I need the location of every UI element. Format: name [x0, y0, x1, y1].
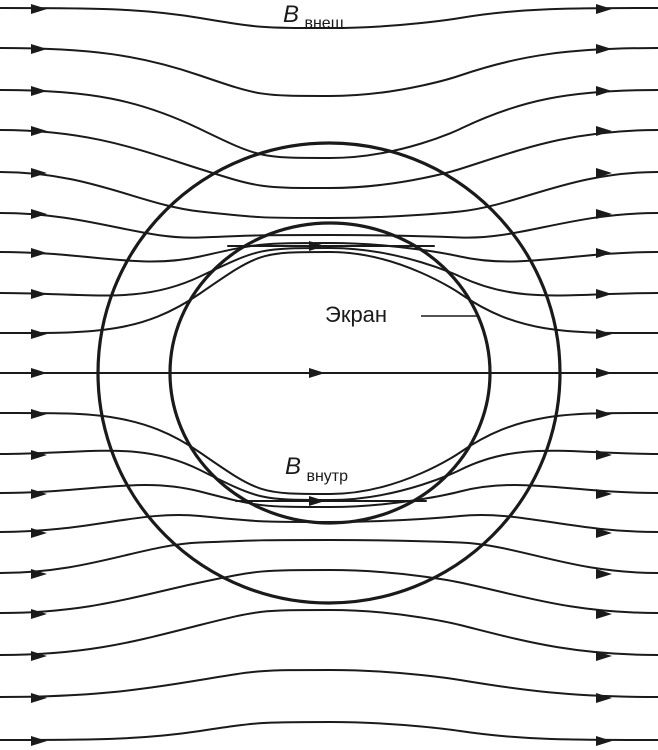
- field-line-upper: [0, 171, 658, 220]
- field-line-arrow-center: [309, 368, 325, 378]
- field-line-arrow-left: [31, 609, 47, 619]
- outer-field-symbol: B: [283, 1, 299, 28]
- field-lines: [0, 4, 658, 746]
- field-line-lower: [0, 608, 658, 656]
- field-line-arrow-right: [596, 4, 612, 14]
- field-line-arrow-left: [31, 693, 47, 703]
- field-line-arrow-right: [596, 44, 612, 54]
- field-line-arrow-inner: [309, 496, 325, 506]
- shield-label: Экран: [325, 302, 387, 327]
- field-line-arrow-right: [596, 86, 612, 96]
- field-line-arrow-right: [596, 569, 612, 579]
- field-line-arrow-right: [596, 693, 612, 703]
- field-line-arrow-right: [596, 126, 612, 136]
- field-line-arrow-left: [31, 651, 47, 661]
- field-line-upper: [0, 212, 658, 239]
- field-line-upper: [0, 250, 658, 335]
- field-line-arrow-right: [596, 368, 612, 378]
- field-line-upper: [0, 241, 658, 263]
- field-line-lower: [0, 411, 658, 496]
- field-line-arrow-left: [31, 569, 47, 579]
- field-line-arrow-left: [31, 4, 47, 14]
- field-line-arrow-left: [31, 409, 47, 419]
- field-line-arrow-left: [31, 209, 47, 219]
- outer-field-label: B внеш: [283, 1, 344, 32]
- field-line-arrow-left: [31, 329, 47, 339]
- field-line-lower: [0, 484, 658, 509]
- field-line-arrow-right: [596, 609, 612, 619]
- field-line-arrow-right: [596, 528, 612, 538]
- field-line-arrow-right: [596, 209, 612, 219]
- field-line-arrow-left: [31, 44, 47, 54]
- field-line-arrow-left: [31, 248, 47, 258]
- field-line-arrow-left: [31, 736, 47, 746]
- field-line-lower: [0, 668, 658, 698]
- field-line-arrow-left: [31, 489, 47, 499]
- field-line-arrow-right: [596, 248, 612, 258]
- field-line-arrow-left: [31, 126, 47, 136]
- field-line-arrow-left: [31, 450, 47, 460]
- field-line-upper: [0, 47, 658, 98]
- field-line-lower: [0, 568, 658, 614]
- field-line-upper: [0, 89, 658, 160]
- field-line-upper: [0, 7, 658, 30]
- field-line-arrow-right: [596, 168, 612, 178]
- field-line-upper: [0, 246, 658, 297]
- field-line-arrow-left: [31, 528, 47, 538]
- field-line-arrow-left: [31, 368, 47, 378]
- shield-inner-ring: [168, 221, 492, 525]
- field-line-arrow-left: [31, 86, 47, 96]
- field-line-arrow-right: [596, 736, 612, 746]
- field-line-upper: [0, 129, 658, 190]
- field-line-arrow-right: [596, 289, 612, 299]
- field-line-arrow-right: [596, 651, 612, 661]
- field-line-arrow-right: [596, 450, 612, 460]
- field-line-arrow-right: [596, 409, 612, 419]
- inner-field-symbol: B: [285, 453, 301, 480]
- field-line-lower: [0, 538, 658, 574]
- inner-field-subscript: внутр: [306, 468, 348, 485]
- field-line-arrow-left: [31, 289, 47, 299]
- field-line-lower: [0, 720, 658, 741]
- field-line-arrow-inner: [309, 241, 325, 251]
- inner-field-label: B внутр: [285, 453, 348, 485]
- field-line-arrow-right: [596, 329, 612, 339]
- field-line-arrow-right: [596, 489, 612, 499]
- shield-outer-ring: [96, 141, 562, 605]
- field-line-arrow-left: [31, 168, 47, 178]
- outer-field-subscript: внеш: [304, 15, 343, 32]
